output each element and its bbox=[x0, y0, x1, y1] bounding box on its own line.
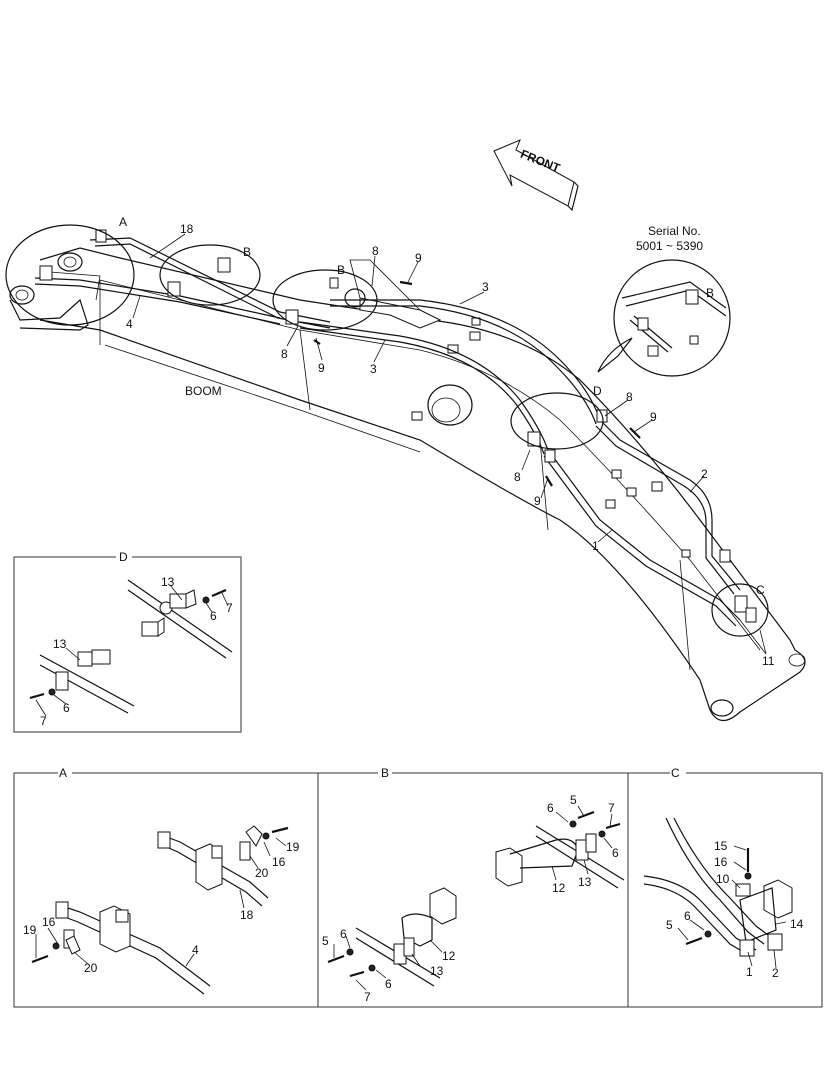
callout-2: 2 bbox=[701, 467, 708, 481]
callout-1: 1 bbox=[592, 539, 599, 553]
detail-b-6-b: 6 bbox=[612, 846, 619, 860]
callout-8-b: 8 bbox=[281, 347, 288, 361]
detail-circle-b1 bbox=[159, 244, 261, 306]
detail-c-1: 1 bbox=[746, 965, 753, 979]
boom-pipes bbox=[34, 229, 757, 627]
detail-a-20-b: 20 bbox=[255, 866, 269, 880]
bottom-detail-frame bbox=[13, 772, 823, 1008]
detail-d-panel: D 13 6 7 13 6 7 bbox=[13, 550, 242, 733]
detail-a-19-b: 19 bbox=[286, 840, 300, 854]
detail-c-6: 6 bbox=[684, 909, 691, 923]
detail-b-6-c: 6 bbox=[340, 927, 347, 941]
callout-9-c: 9 bbox=[650, 410, 657, 424]
detail-d-6-b: 6 bbox=[63, 701, 70, 715]
callout-9-b: 9 bbox=[318, 361, 325, 375]
detail-b-title: B bbox=[381, 766, 389, 780]
callout-18: 18 bbox=[180, 222, 194, 236]
detail-b-7-a: 7 bbox=[608, 801, 615, 815]
callout-8-c: 8 bbox=[626, 390, 633, 404]
detail-a-4: 4 bbox=[192, 943, 199, 957]
detail-c-15: 15 bbox=[714, 839, 728, 853]
detail-c-2: 2 bbox=[772, 966, 779, 980]
detail-b-5-b: 5 bbox=[322, 934, 329, 948]
boom-label: BOOM bbox=[185, 384, 222, 398]
detail-d-title: D bbox=[119, 550, 128, 564]
detail-b-panel: B 5 6 7 6 bbox=[322, 766, 625, 1004]
detail-a-title: A bbox=[59, 766, 67, 780]
detail-a-panel: A 19 16 20 18 16 19 20 bbox=[23, 766, 300, 995]
detail-a-16-b: 16 bbox=[272, 855, 286, 869]
serial-inset: Serial No. 5001 ~ 5390 bbox=[597, 224, 731, 377]
detail-b-6-a: 6 bbox=[547, 801, 554, 815]
callout-8-d: 8 bbox=[514, 470, 521, 484]
detail-b-6-d: 6 bbox=[385, 977, 392, 991]
callout-b-3: B bbox=[706, 286, 714, 300]
detail-a-16-a: 16 bbox=[42, 915, 56, 929]
detail-circle-b2 bbox=[272, 269, 378, 331]
detail-b-13-a: 13 bbox=[578, 875, 592, 889]
serial-label: Serial No. bbox=[648, 224, 701, 238]
detail-b-5-a: 5 bbox=[570, 793, 577, 807]
detail-c-5: 5 bbox=[666, 918, 673, 932]
detail-b-13-b: 13 bbox=[430, 964, 444, 978]
callout-9-a: 9 bbox=[415, 251, 422, 265]
detail-a-19-a: 19 bbox=[23, 923, 37, 937]
detail-d-13-b: 13 bbox=[53, 637, 67, 651]
detail-circle-c bbox=[711, 583, 769, 637]
detail-c-panel: C 15 16 10 14 6 5 1 2 bbox=[643, 766, 804, 980]
detail-a-20-a: 20 bbox=[84, 961, 98, 975]
callout-3-b: 3 bbox=[370, 362, 377, 376]
callout-11: 11 bbox=[762, 654, 775, 668]
detail-b-7-b: 7 bbox=[364, 990, 371, 1004]
detail-d-6-a: 6 bbox=[210, 609, 217, 623]
callout-a: A bbox=[119, 215, 127, 229]
detail-c-title: C bbox=[671, 766, 680, 780]
front-arrow: FRONT bbox=[493, 139, 579, 212]
detail-circle-a bbox=[5, 224, 135, 326]
callout-d: D bbox=[593, 384, 602, 398]
callout-b-2: B bbox=[337, 263, 345, 277]
detail-c-16: 16 bbox=[714, 855, 728, 869]
detail-circles bbox=[5, 224, 769, 637]
detail-c-10: 10 bbox=[716, 872, 730, 886]
main-leaders bbox=[132, 233, 767, 655]
detail-b-12-b: 12 bbox=[442, 949, 456, 963]
callout-c: C bbox=[756, 583, 765, 597]
callout-3-a: 3 bbox=[482, 280, 489, 294]
boom-body bbox=[9, 247, 806, 722]
callout-8-a: 8 bbox=[372, 244, 379, 258]
detail-c-14: 14 bbox=[790, 917, 804, 931]
detail-circle-d bbox=[510, 392, 604, 450]
detail-d-7-b: 7 bbox=[40, 714, 47, 728]
detail-a-18: 18 bbox=[240, 908, 254, 922]
main-callouts: A 18 B 8 9 B 3 B 4 8 9 3 BOOM D 8 9 8 2 … bbox=[119, 215, 775, 668]
detail-d-13-a: 13 bbox=[161, 575, 175, 589]
callout-9-d: 9 bbox=[534, 494, 541, 508]
detail-b-12-a: 12 bbox=[552, 881, 566, 895]
callout-b-1: B bbox=[243, 245, 251, 259]
detail-d-7-a: 7 bbox=[226, 601, 233, 615]
callout-4: 4 bbox=[126, 317, 133, 331]
serial-range: 5001 ~ 5390 bbox=[636, 239, 703, 253]
